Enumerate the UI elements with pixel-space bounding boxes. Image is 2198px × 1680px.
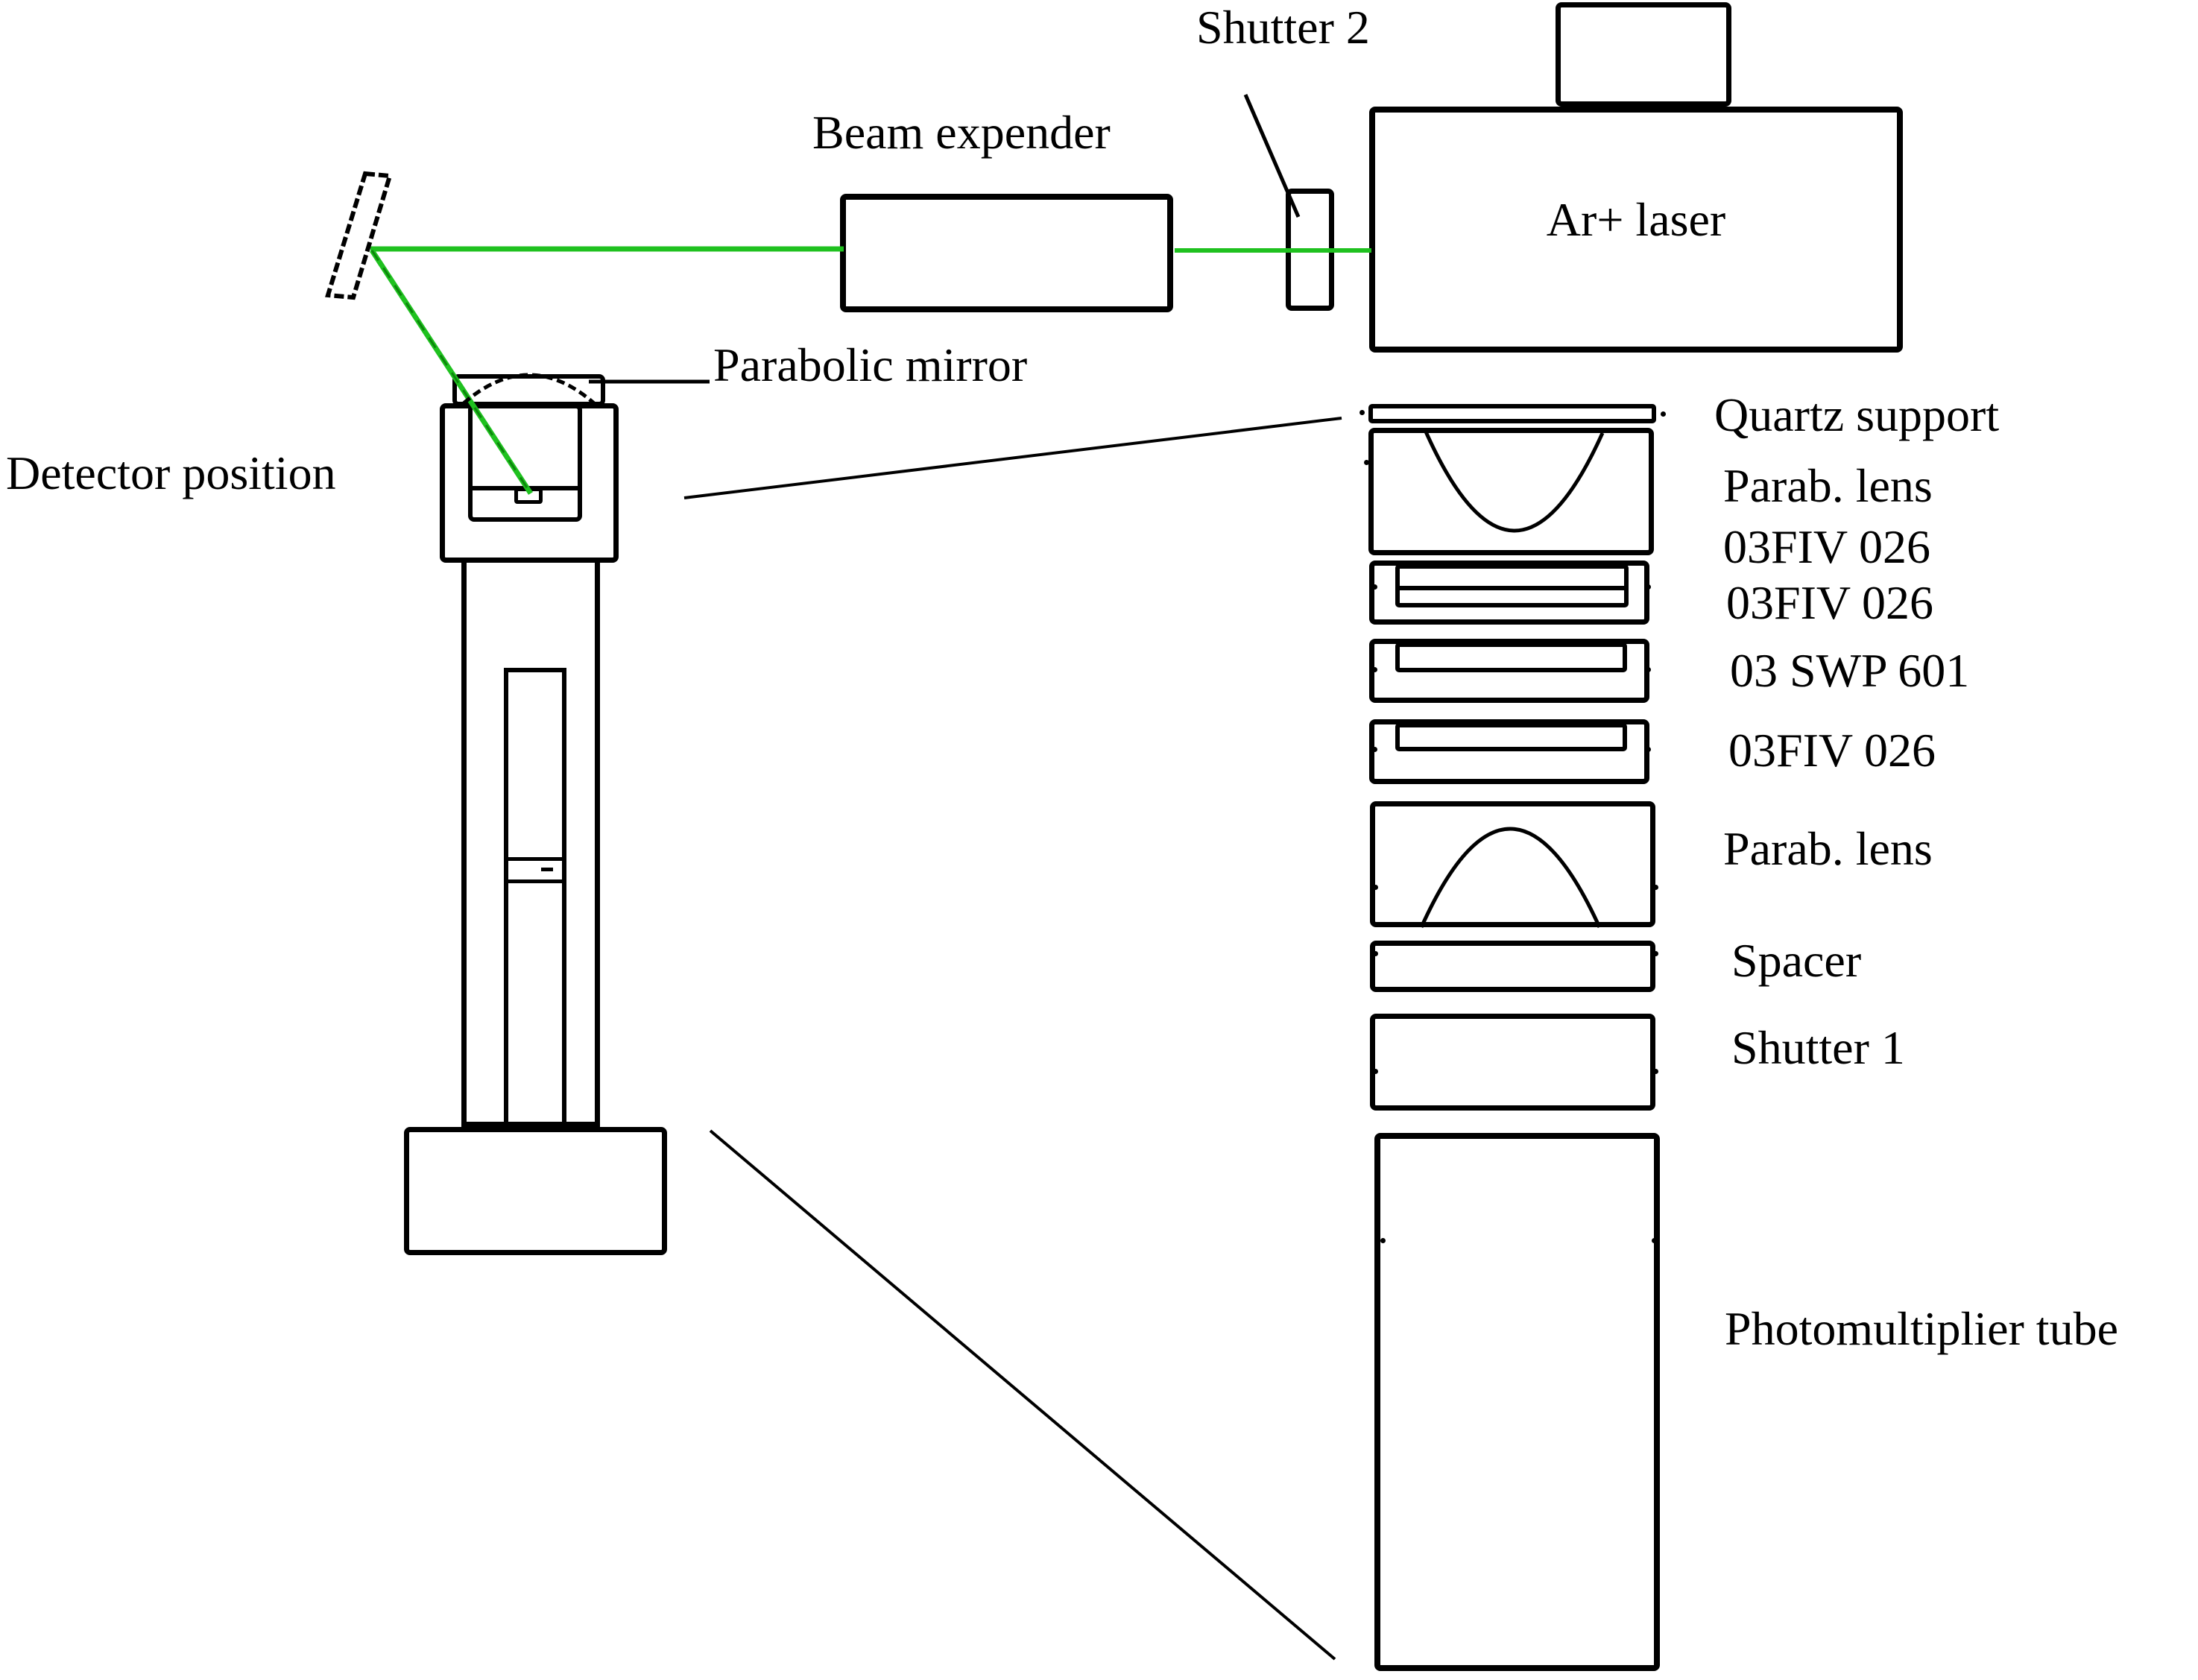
exploded-view-connector-top xyxy=(683,417,1342,499)
laser-top-attachment-box xyxy=(1556,2,1731,107)
filter-label-1a: 03FIV 026 xyxy=(1723,520,1930,573)
shutter2-rect xyxy=(1286,189,1334,311)
detector-sensor-notch xyxy=(514,487,543,504)
filter-holder-box-1 xyxy=(1369,560,1649,625)
filter-tray-2 xyxy=(1395,642,1627,672)
alignment-dot xyxy=(1653,1069,1658,1074)
parab-lens-label-bottom: Parab. lens xyxy=(1723,822,1933,875)
shutter1-box xyxy=(1370,1014,1655,1111)
alignment-dot xyxy=(1646,667,1651,672)
beam-expander-label: Beam expender xyxy=(812,106,1111,159)
ar-laser-label: Ar+ laser xyxy=(1546,193,1726,246)
column-inner-shaft xyxy=(504,668,566,1127)
photomultiplier-tube-label: Photomultiplier tube xyxy=(1725,1302,2118,1355)
support-base xyxy=(404,1127,667,1255)
filter-label-3: 03FIV 026 xyxy=(1728,724,1936,777)
alignment-dot xyxy=(1653,885,1658,890)
quartz-support-label: Quartz support xyxy=(1714,388,2000,441)
detector-position-label: Detector position xyxy=(6,446,336,499)
ar-laser-box xyxy=(1369,107,1903,353)
alignment-dot xyxy=(1652,1238,1657,1243)
filter-tray-3 xyxy=(1395,723,1627,751)
alignment-dot xyxy=(1359,410,1365,415)
detector-inner-box xyxy=(468,404,582,522)
alignment-dot xyxy=(1373,1069,1378,1074)
alignment-dot xyxy=(1649,460,1654,465)
fold-mirror xyxy=(325,171,393,300)
shaft-divider-line-bottom xyxy=(508,880,562,883)
alignment-dot xyxy=(1646,747,1651,752)
detector-lens-cap-box xyxy=(452,374,605,406)
shutter2-label: Shutter 2 xyxy=(1196,1,1370,54)
filter-label-2: 03 SWP 601 xyxy=(1730,644,1970,697)
alignment-dot xyxy=(1373,951,1378,956)
exploded-view-connector-bottom xyxy=(709,1129,1336,1661)
filter-tray-1-divider xyxy=(1398,586,1626,590)
alignment-dot xyxy=(1372,747,1377,752)
spacer-label: Spacer xyxy=(1731,934,1862,987)
alignment-dot xyxy=(1372,584,1377,590)
shaft-divider-line-top xyxy=(508,857,562,861)
alignment-dot xyxy=(1372,667,1377,672)
alignment-dot xyxy=(1653,951,1658,956)
photomultiplier-tube-box xyxy=(1374,1133,1660,1671)
alignment-dot xyxy=(1661,411,1666,417)
shaft-adjuster-dash xyxy=(541,868,553,871)
parab-lens-box-bottom xyxy=(1370,801,1655,927)
spacer-box xyxy=(1370,941,1655,992)
shutter1-label: Shutter 1 xyxy=(1731,1021,1905,1074)
parab-lens-label-top: Parab. lens xyxy=(1723,459,1933,512)
parabolic-mirror-label: Parabolic mirror xyxy=(713,338,1028,391)
alignment-dot xyxy=(1646,584,1651,590)
support-column xyxy=(461,563,600,1127)
alignment-dot xyxy=(1380,1238,1386,1243)
alignment-dot xyxy=(1373,885,1378,890)
beam-expander-box xyxy=(840,194,1173,312)
quartz-support-bar xyxy=(1368,404,1656,423)
parab-lens-box-top xyxy=(1368,428,1654,555)
alignment-dot xyxy=(1364,460,1369,465)
filter-label-1b: 03FIV 026 xyxy=(1726,576,1933,629)
